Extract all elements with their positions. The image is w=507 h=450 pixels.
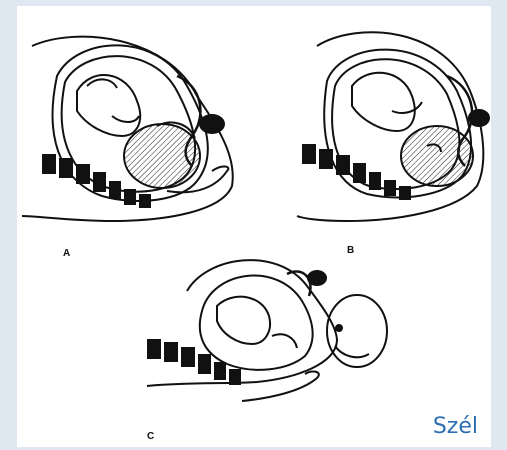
figure-c-sacrum (147, 339, 241, 385)
slide-caption: Szél (433, 414, 478, 439)
figure-a-label: A (63, 248, 70, 259)
figure-c-label: C (147, 431, 154, 442)
figure-a-drawing (22, 37, 233, 221)
figure-b-sacrum (302, 144, 411, 200)
birth-stages-illustration (17, 6, 491, 447)
illustration-panel: A B C Szél (17, 6, 491, 447)
figure-b-drawing (297, 32, 489, 221)
figure-b-label: B (347, 245, 354, 256)
figure-c-drawing (147, 260, 387, 401)
